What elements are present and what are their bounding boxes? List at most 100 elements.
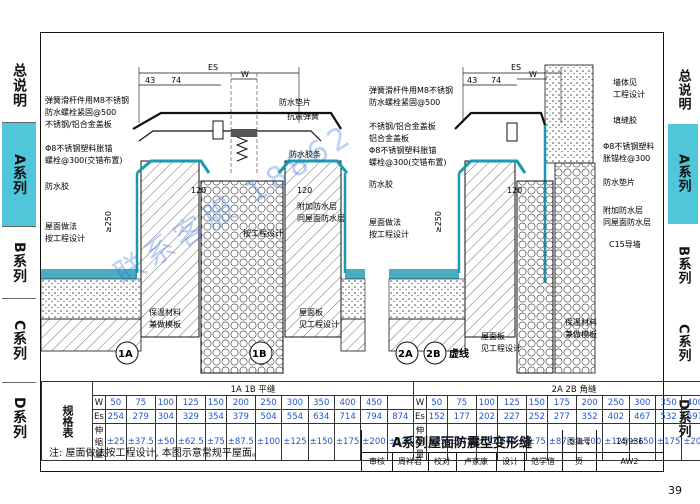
svg-text:弹簧滑杆件用M8不锈钢: 弹簧滑杆件用M8不锈钢 bbox=[369, 85, 453, 95]
svg-text:120: 120 bbox=[297, 186, 312, 195]
title-block: 注: 屋面做法按工程设计, 本图示意常规平屋面。 A系列屋面防震型变形缝 图集号… bbox=[41, 430, 663, 472]
svg-text:同屋面防水层: 同屋面防水层 bbox=[603, 217, 651, 227]
note: 注: 屋面做法按工程设计, 本图示意常规平屋面。 bbox=[49, 448, 262, 459]
svg-text:兼做模板: 兼做模板 bbox=[565, 329, 597, 339]
spec-cell: 350 bbox=[654, 395, 683, 410]
svg-text:防水胶: 防水胶 bbox=[369, 179, 393, 189]
tab-d-series[interactable]: D系列 bbox=[2, 382, 36, 453]
spec-right-header: 2A 2B 角缝 bbox=[413, 381, 700, 396]
svg-text:W: W bbox=[529, 70, 537, 79]
spec-cell: ±175 bbox=[333, 423, 362, 461]
svg-text:防水胶: 防水胶 bbox=[45, 181, 69, 191]
svg-text:120: 120 bbox=[507, 186, 522, 195]
dim-74: 74 bbox=[171, 76, 181, 85]
svg-text:附加防水层: 附加防水层 bbox=[603, 205, 643, 215]
spec-cell: 794 bbox=[360, 409, 388, 424]
svg-text:1A: 1A bbox=[118, 349, 133, 360]
svg-text:屋面板: 屋面板 bbox=[299, 307, 323, 317]
spec-cell: ±37.5 bbox=[125, 423, 156, 461]
spec-cell: 202 bbox=[475, 409, 498, 424]
spec-cell: 177 bbox=[446, 409, 477, 424]
tab-general[interactable]: 总说明 bbox=[11, 62, 27, 108]
svg-text:墙体见: 墙体见 bbox=[613, 77, 637, 87]
spec-cell: 400 bbox=[681, 395, 700, 410]
svg-text:附加防水层: 附加防水层 bbox=[297, 201, 337, 211]
svg-text:1B: 1B bbox=[252, 349, 267, 360]
spec-cell: 100 bbox=[154, 395, 177, 410]
tag-1b bbox=[249, 341, 273, 365]
spec-cell: 175 bbox=[546, 395, 577, 410]
svg-text:铝合金盖板: 铝合金盖板 bbox=[369, 133, 409, 143]
tab-a-series[interactable]: A系列 bbox=[2, 122, 36, 227]
svg-text:见工程设计: 见工程设计 bbox=[481, 343, 521, 353]
svg-text:防水螺栓紧固@500: 防水螺栓紧固@500 bbox=[369, 97, 440, 107]
cover-plate bbox=[132, 111, 342, 130]
spec-cell: 379 bbox=[225, 409, 256, 424]
right-tab-a-series[interactable]: A系列 bbox=[668, 124, 698, 224]
svg-text:ES: ES bbox=[511, 63, 521, 72]
spec-cell: ±125 bbox=[281, 423, 309, 461]
spec-cell: 300 bbox=[628, 395, 656, 410]
svg-text:Φ8不锈钢塑料胀锚: Φ8不锈钢塑料胀锚 bbox=[369, 145, 436, 155]
svg-text:防水胶条: 防水胶条 bbox=[289, 149, 321, 159]
svg-text:防水螺栓紧固@500: 防水螺栓紧固@500 bbox=[45, 107, 116, 117]
spec-cell: 200 bbox=[575, 395, 604, 410]
atlas-number: 14J936 bbox=[596, 430, 663, 453]
svg-text:防水垫片: 防水垫片 bbox=[603, 177, 635, 187]
drawing-frame bbox=[40, 32, 664, 472]
right-tab-c-series[interactable]: C系列 bbox=[675, 323, 691, 363]
spec-cell: 75 bbox=[125, 395, 156, 410]
spec-caption: 规格表 bbox=[41, 381, 93, 461]
spec-cell: 50 bbox=[425, 395, 448, 410]
spec-cell: 227 bbox=[496, 409, 527, 424]
dim-43: 43 bbox=[145, 76, 155, 85]
svg-text:不锈钢/铝合金盖板: 不锈钢/铝合金盖板 bbox=[45, 119, 112, 129]
dim-120-left: 120 bbox=[191, 186, 206, 195]
spec-cell: 75 bbox=[446, 395, 477, 410]
spec-cell: 467 bbox=[628, 409, 656, 424]
spec-cell: ±175 bbox=[654, 423, 683, 461]
insulation-core bbox=[200, 180, 284, 374]
spec-cell: ±150 bbox=[628, 423, 656, 461]
spec-cell: 634 bbox=[307, 409, 335, 424]
spec-cell: 250 bbox=[602, 395, 630, 410]
tag-2b bbox=[423, 341, 447, 365]
tab-b-series[interactable]: B系列 bbox=[2, 226, 36, 299]
spec-cell: 200 bbox=[225, 395, 256, 410]
right-tab-general[interactable]: 总说明 bbox=[675, 69, 691, 111]
spec-cell: ±200 bbox=[360, 423, 388, 461]
spec-cell: 714 bbox=[333, 409, 362, 424]
svg-text:不锈钢/铝合金盖板: 不锈钢/铝合金盖板 bbox=[369, 121, 436, 131]
svg-text:按工程设计: 按工程设计 bbox=[243, 228, 283, 238]
svg-text:按工程设计: 按工程设计 bbox=[369, 229, 409, 239]
tag-1a bbox=[115, 341, 139, 365]
svg-text:保温材料: 保温材料 bbox=[149, 307, 181, 317]
wall bbox=[544, 64, 594, 164]
right-tab-b-series[interactable]: B系列 bbox=[675, 245, 691, 285]
spec-cell: ±125 bbox=[602, 423, 630, 461]
left-sidebar: 总说明 A系列 B系列 C系列 D系列 bbox=[0, 0, 40, 504]
svg-text:填缝胶: 填缝胶 bbox=[613, 115, 637, 125]
svg-text:防水垫片: 防水垫片 bbox=[279, 97, 311, 107]
svg-text:C15导墙: C15导墙 bbox=[609, 239, 641, 249]
svg-text:43: 43 bbox=[467, 76, 477, 85]
spec-cell: ±100 bbox=[254, 423, 283, 461]
spec-cell: 100 bbox=[475, 395, 498, 410]
spec-cell bbox=[386, 395, 415, 410]
spec-cell: 400 bbox=[333, 395, 362, 410]
svg-text:Φ8不锈钢塑料: Φ8不锈钢塑料 bbox=[603, 141, 654, 151]
spec-cell: ±200 bbox=[681, 423, 700, 461]
tab-c-series[interactable]: C系列 bbox=[2, 298, 36, 383]
dim-es: ES bbox=[208, 63, 218, 72]
spec-cell: ±37.5 bbox=[446, 423, 477, 461]
svg-text:屋面做法: 屋面做法 bbox=[45, 221, 77, 231]
spec-cell: 150 bbox=[525, 395, 548, 410]
spring bbox=[235, 136, 249, 162]
spec-cell: 125 bbox=[496, 395, 527, 410]
spec-cell: ±62.5 bbox=[496, 423, 527, 461]
page-code: AW2 bbox=[596, 452, 663, 472]
svg-text:屋面板: 屋面板 bbox=[481, 331, 505, 341]
detail-drawings: ES W 43 74 120 120 ≥250 弹簧滑杆件用M8不锈钢 防水 bbox=[41, 63, 654, 374]
spec-cell: 152 bbox=[425, 409, 448, 424]
spec-cell: ±87.5 bbox=[546, 423, 577, 461]
